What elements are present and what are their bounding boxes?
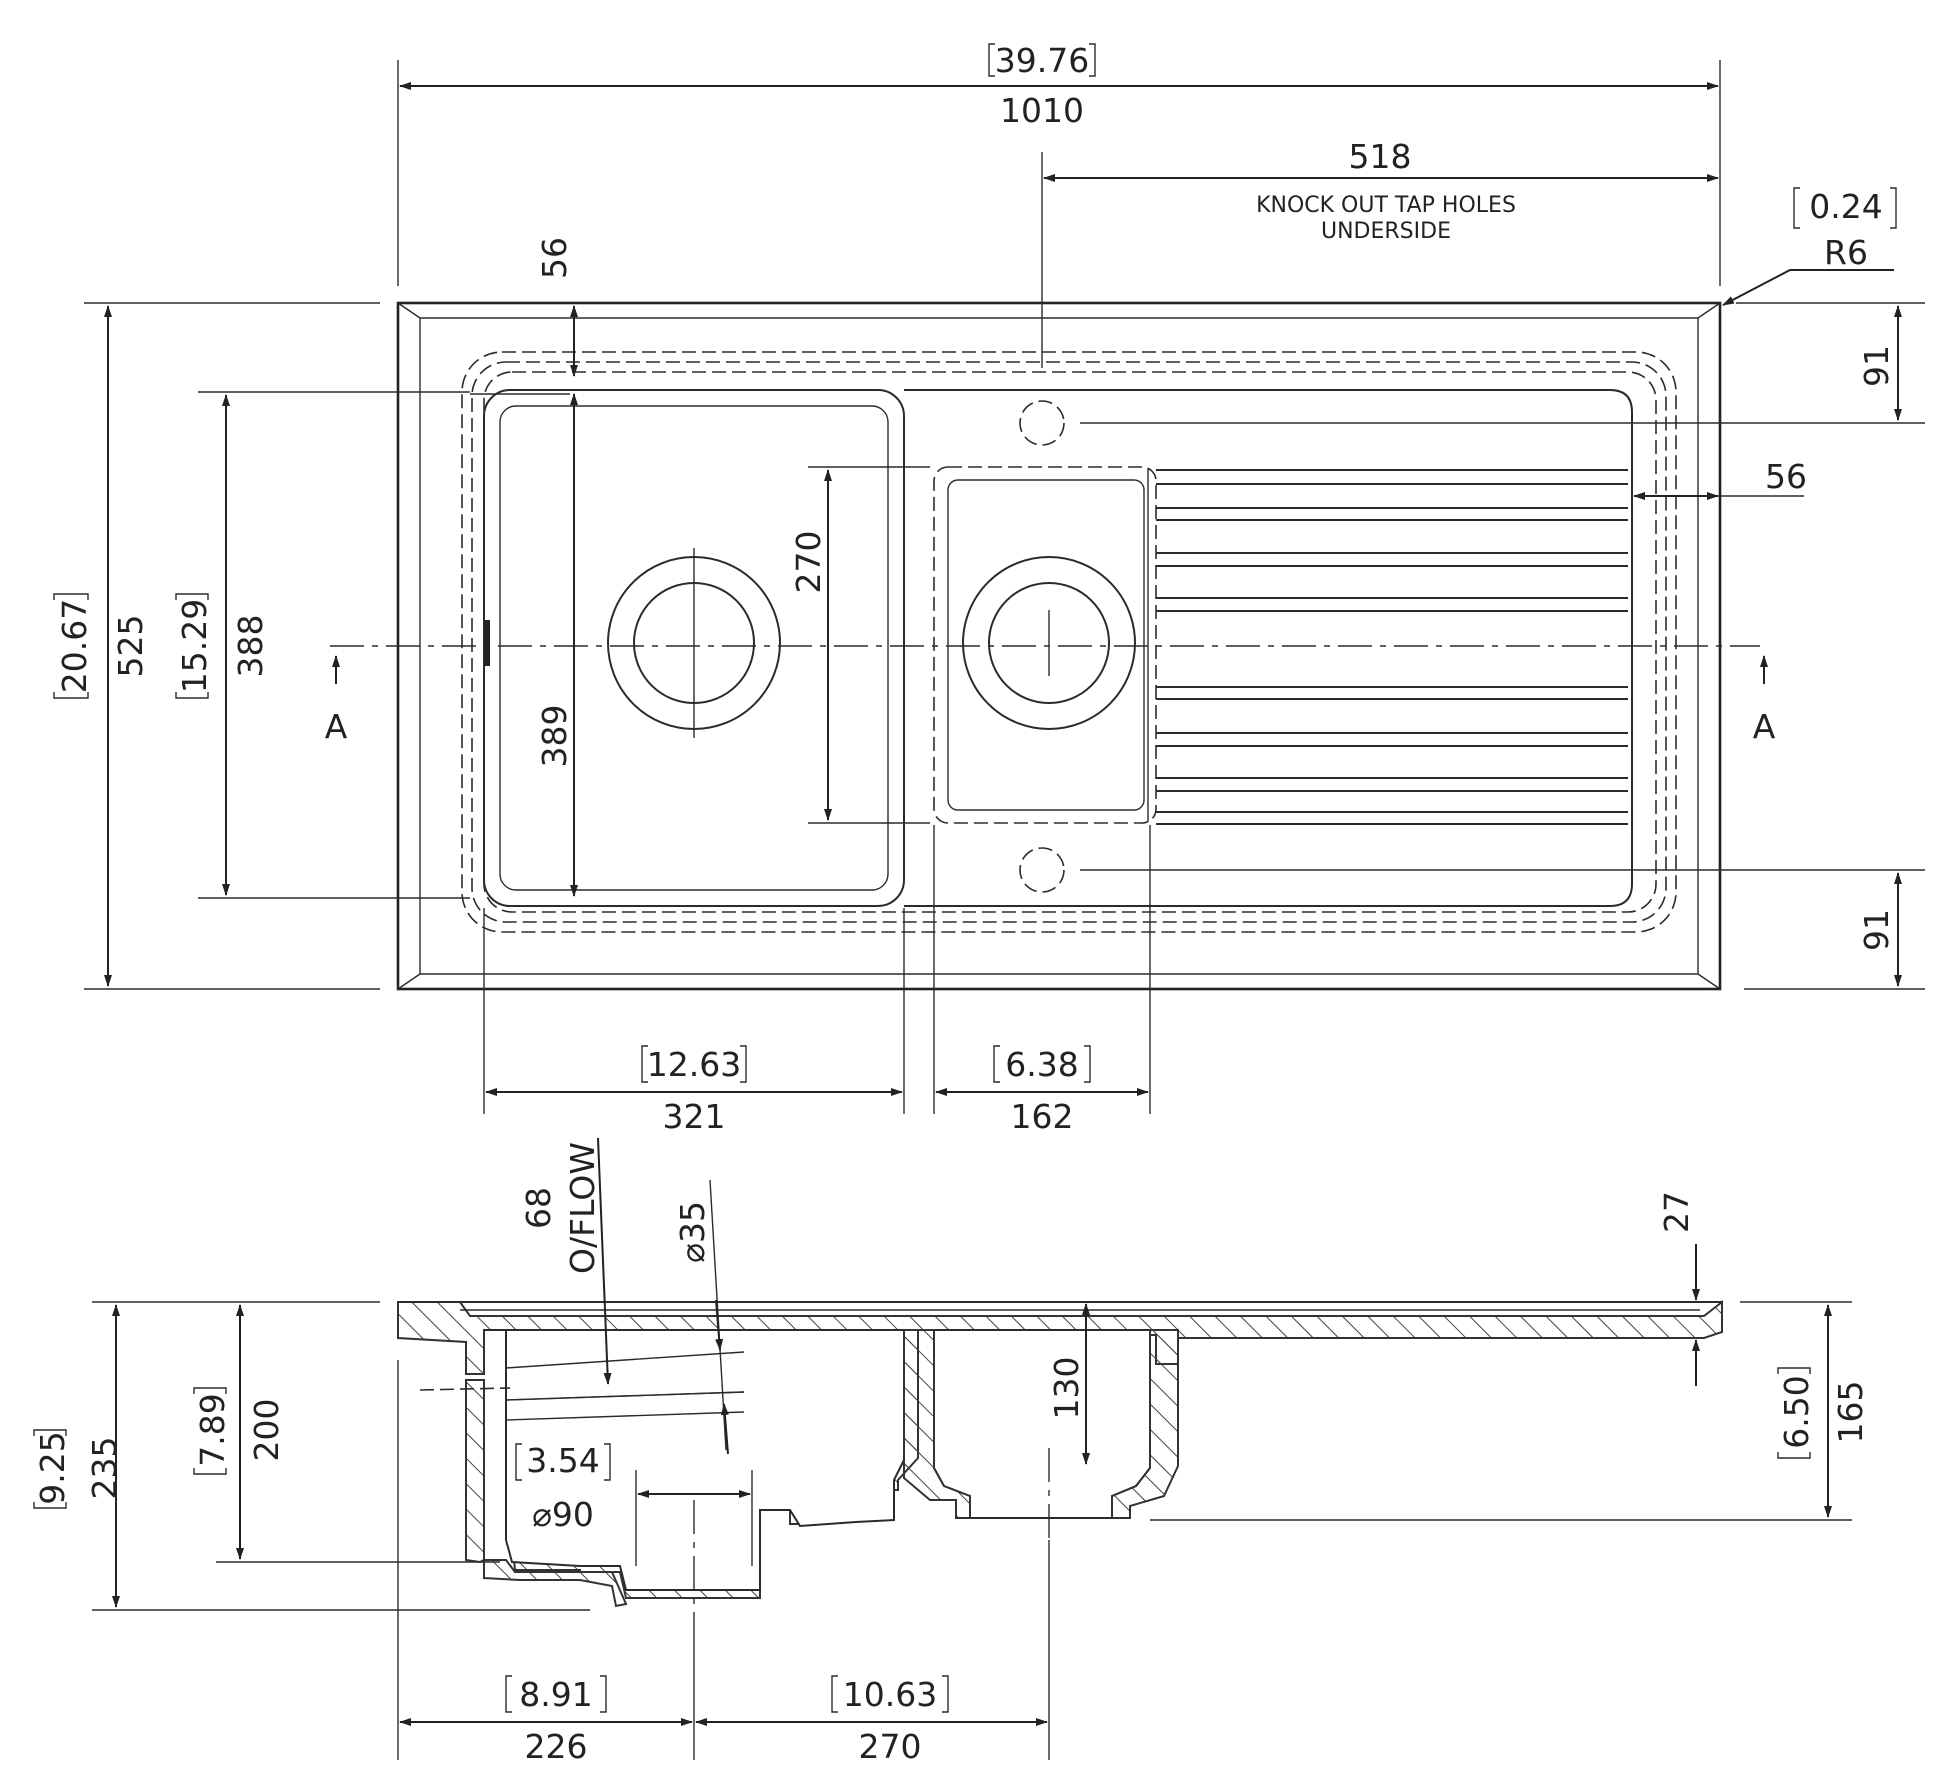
overall-depth-mm: 525 [111,615,150,678]
waste-spacing-in: 10.63 [843,1675,937,1714]
drainer-height-mm: 165 [1831,1381,1870,1444]
drainer-area [904,389,1633,907]
half-bowl-depth: 130 [1047,1357,1086,1420]
plan-view [330,301,1760,991]
overall-height-mm: 235 [85,1437,124,1500]
section-marker-right: A [1753,707,1776,746]
drainer-step: 27 [1657,1191,1696,1233]
overflow-label: O/FLOW [563,1142,602,1274]
main-bowl-waste [607,548,781,738]
outlet-dia-mm: ⌀90 [532,1495,594,1534]
right-margin: 56 [1765,457,1807,496]
tap-note-line1: KNOCK OUT TAP HOLES [1256,193,1516,218]
drainer-grooves [1156,469,1628,825]
overall-depth-in: 20.67 [55,599,94,693]
tap-hole-top [1019,400,1065,446]
corner-radius: R6 [1824,233,1868,272]
overall-height-in: 9.25 [33,1431,72,1504]
tap-note-line2: UNDERSIDE [1321,219,1451,244]
main-bowl-length: 389 [535,705,574,768]
bowl-height-in: 7.89 [193,1393,232,1466]
main-bowl-width-in: 12.63 [647,1045,741,1084]
plan-dimensions: 39.76 1010 518 KNOCK OUT TAP HOLES UNDER… [53,41,1925,1136]
waste-offset-in: 8.91 [519,1675,592,1714]
tap-bottom-dim: 91 [1857,909,1896,951]
outlet-dia-in: 3.54 [526,1441,599,1480]
drainer-height-in: 6.50 [1777,1375,1816,1448]
half-bowl [933,466,1157,824]
tap-hole-bottom [1019,847,1065,893]
half-bowl-width-in: 6.38 [1005,1045,1078,1084]
main-bowl-width-mm: 321 [663,1097,726,1136]
overflow-dim: 68 [519,1187,558,1229]
half-bowl-length: 270 [789,531,828,594]
overflow-dia: ⌀35 [673,1201,712,1263]
bowl-depth-in: 15.29 [175,599,214,693]
section-dimensions: 68 O/FLOW ⌀35 27 130 3.54 ⌀90 9.25 235 7… [33,1137,1870,1766]
top-margin: 56 [535,237,574,279]
half-bowl-width-mm: 162 [1011,1097,1074,1136]
bowl-height-mm: 200 [247,1399,286,1462]
corner-radius-in: 0.24 [1809,187,1882,226]
waste-spacing-mm: 270 [859,1727,922,1766]
section-marker-left: A [325,707,348,746]
half-bowl-waste [962,556,1136,730]
bowl-depth-mm: 388 [231,615,270,678]
section-view [397,1299,1723,1620]
tap-top-dim: 91 [1857,345,1896,387]
overall-width-in: 39.76 [995,41,1089,80]
overall-width-mm: 1010 [1000,91,1084,130]
tap-hole-offset: 518 [1349,137,1412,176]
waste-offset-mm: 226 [525,1727,588,1766]
